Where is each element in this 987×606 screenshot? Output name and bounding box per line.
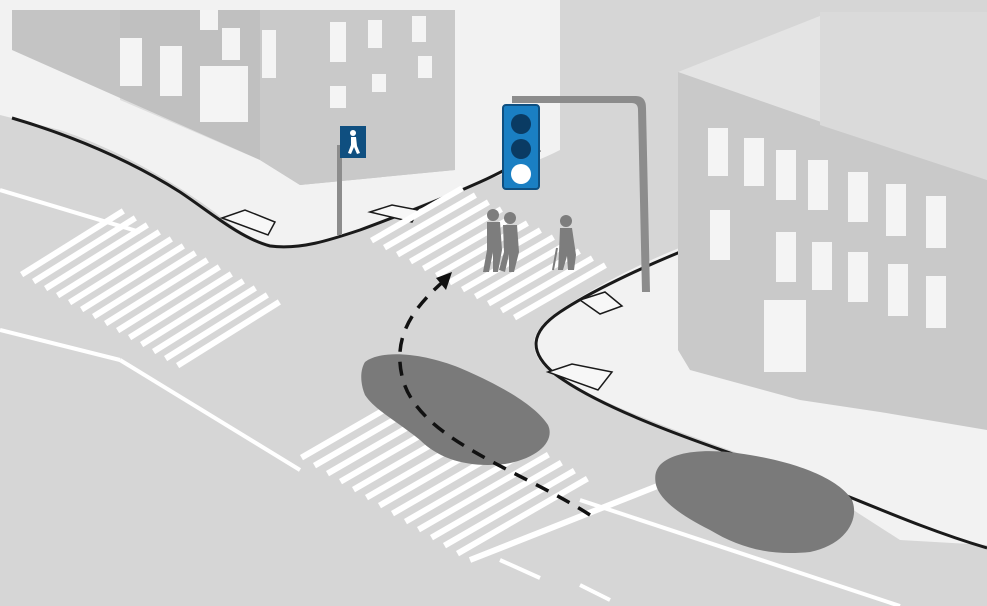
sign-pole — [337, 145, 342, 235]
traffic-signal-icon — [503, 105, 539, 189]
signal-lamp-top — [511, 114, 531, 134]
signal-lamp-middle — [511, 139, 531, 159]
signal-lamp-bottom — [511, 164, 531, 184]
building-right — [678, 12, 987, 430]
